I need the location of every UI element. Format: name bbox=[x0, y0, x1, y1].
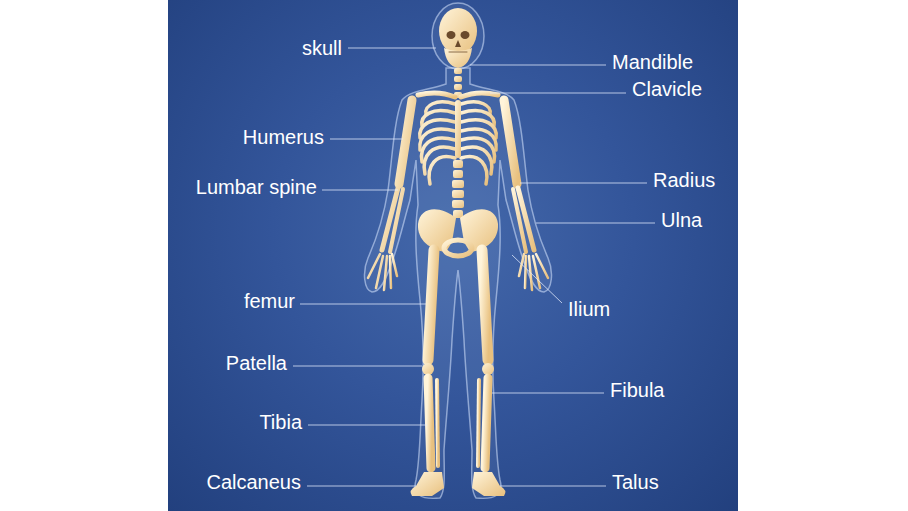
mandible bbox=[444, 48, 472, 68]
bone-label: Ilium bbox=[568, 297, 610, 321]
bone-label: Clavicle bbox=[632, 77, 702, 101]
bone-label: Fibula bbox=[610, 378, 664, 402]
bone-label: femur bbox=[244, 289, 295, 313]
bone-label: Talus bbox=[612, 470, 659, 494]
body-silhouette bbox=[365, 3, 552, 498]
bone-label: Tibia bbox=[259, 410, 302, 434]
skull bbox=[439, 8, 477, 54]
bone-label: Lumbar spine bbox=[196, 175, 317, 199]
bone-label: Radius bbox=[653, 168, 715, 192]
skeleton bbox=[368, 8, 548, 496]
bone-label: Patella bbox=[226, 351, 287, 375]
bone-label: Mandible bbox=[612, 50, 693, 74]
leader-lines bbox=[293, 48, 655, 486]
bone-label: Ulna bbox=[661, 208, 702, 232]
clavicle bbox=[418, 93, 455, 97]
bone-label: skull bbox=[302, 36, 342, 60]
bone-label: Humerus bbox=[243, 125, 324, 149]
bone-label: Calcaneus bbox=[206, 470, 301, 494]
